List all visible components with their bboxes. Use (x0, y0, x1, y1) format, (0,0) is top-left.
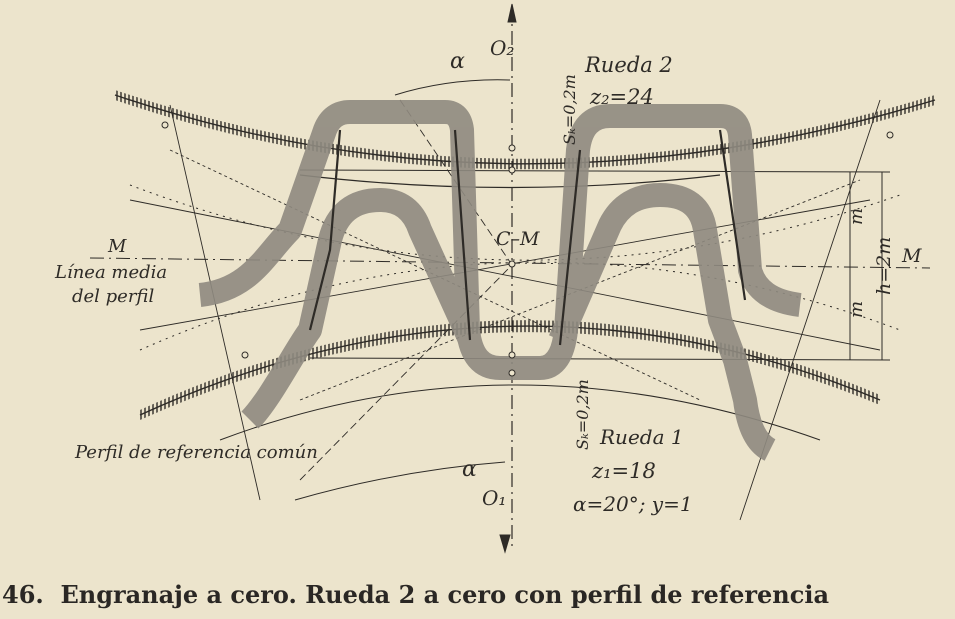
rueda2-root-circle (299, 174, 721, 189)
label-h: h=2m (873, 237, 895, 295)
action-line (129, 199, 881, 351)
label-o2: O₂ (490, 36, 514, 60)
label-m-upper: m (846, 208, 867, 225)
action-line (169, 149, 701, 401)
root-line (309, 357, 891, 361)
rueda2-tip-hatch (115, 90, 935, 170)
label-m-lower: m (846, 301, 867, 318)
label-sk-top: Sₖ=0,2m (560, 74, 579, 145)
tip-line (299, 169, 891, 173)
label-perfil-referencia: Perfil de referencia común (74, 442, 318, 463)
label-cm: C–M (496, 228, 540, 250)
label-rueda1: Rueda 1 (599, 425, 684, 449)
label-alpha-bottom: α (462, 457, 477, 482)
label-alpha-y: α=20°; y=1 (573, 492, 693, 516)
pressure-line (299, 264, 513, 481)
axis-arrow-top (507, 3, 517, 23)
point-marker (508, 144, 516, 152)
rueda1-tip-hatch (140, 320, 880, 420)
label-linea-media: Línea media (54, 262, 167, 283)
label-sk-bottom: Sₖ=0,2m (573, 379, 592, 450)
rueda2-tooth-profile (198, 100, 802, 380)
label-m-right: M (901, 245, 922, 267)
label-z2: z₂=24 (589, 85, 654, 109)
point-marker (886, 131, 894, 139)
figure-caption: 46. Engranaje a cero. Rueda 2 a cero con… (2, 580, 829, 609)
label-alpha-top: α (450, 49, 465, 74)
point-marker (161, 121, 169, 129)
label-rueda2: Rueda 2 (584, 53, 673, 77)
label-z1: z₁=18 (591, 459, 656, 483)
tooth-outline (308, 129, 747, 346)
point-marker (241, 351, 249, 359)
alpha-arc-bottom (294, 461, 506, 501)
label-m-left: M (107, 236, 127, 257)
point-marker (508, 260, 516, 268)
alpha-arc-top (394, 79, 511, 96)
axis-arrow-bottom (499, 534, 511, 554)
label-del-perfil: del perfil (72, 286, 154, 307)
point-marker (508, 351, 516, 359)
rueda1-root-circle (219, 384, 821, 441)
point-marker (508, 166, 516, 174)
rueda2-pitch-circle (129, 184, 901, 261)
rueda1-tooth-profile (241, 183, 777, 461)
label-o1: O₁ (482, 486, 506, 510)
point-marker (508, 369, 516, 377)
